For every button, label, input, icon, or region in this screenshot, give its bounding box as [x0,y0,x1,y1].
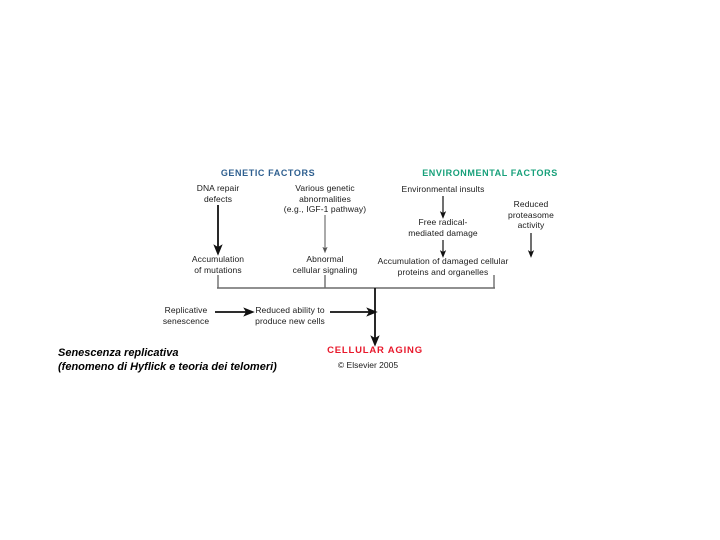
genetic-factors-header: GENETIC FACTORS [220,168,316,178]
environmental-factors-header: ENVIRONMENTAL FACTORS [422,168,558,178]
node-replicative-senescence: Replicative senescence [162,305,210,326]
node-accumulation-damaged-proteins: Accumulation of damaged cellular protein… [377,256,509,277]
node-free-radical-mediated-damage: Free radical- mediated damage [408,217,478,238]
annotation-senescenza-replicativa: Senescenza replicativa (fenomeno di Hyfl… [58,347,277,373]
node-various-genetic-abnormalities: Various genetic abnormalities (e.g., IGF… [283,183,367,214]
node-accumulation-of-mutations: Accumulation of mutations [191,254,245,275]
node-dna-repair-defects: DNA repair defects [196,183,240,204]
node-reduced-ability-produce-new-cells: Reduced ability to produce new cells [255,305,325,326]
outcome-cellular-aging: CELLULAR AGING [327,345,423,356]
node-environmental-insults: Environmental insults [401,184,485,194]
copyright-notice: © Elsevier 2005 [337,360,399,370]
node-reduced-proteasome-activity: Reduced proteasome activity [508,199,554,230]
node-abnormal-cellular-signaling: Abnormal cellular signaling [292,254,358,275]
